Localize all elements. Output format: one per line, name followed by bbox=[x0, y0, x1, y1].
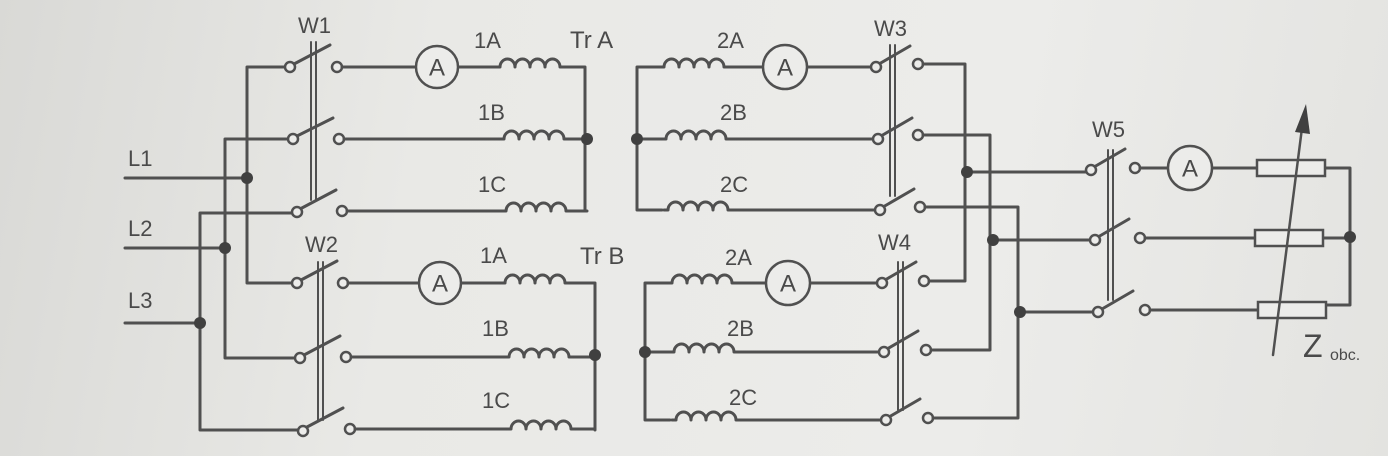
label-tr-a: Tr A bbox=[570, 27, 613, 54]
inductor-tr-a-2b bbox=[660, 129, 732, 141]
inductor-tr-b-2c bbox=[670, 410, 742, 422]
svg-text:A: A bbox=[432, 271, 448, 298]
svg-text:A: A bbox=[1182, 156, 1198, 183]
label-w3: W3 bbox=[874, 16, 907, 41]
inductor-tr-b-2b bbox=[668, 342, 740, 354]
label-w4: W4 bbox=[878, 230, 911, 255]
label-tr-a-2b: 2B bbox=[720, 100, 747, 125]
junction-dot bbox=[241, 172, 253, 184]
ammeter: A bbox=[414, 44, 460, 90]
junction-dot bbox=[194, 317, 206, 329]
load-resistor bbox=[1255, 158, 1327, 178]
switch-w1[interactable] bbox=[283, 41, 349, 219]
label-tr-a-1a: 1A bbox=[474, 28, 501, 53]
label-tr-a-2c: 2C bbox=[720, 172, 748, 197]
label-w1: W1 bbox=[298, 13, 331, 38]
label-tr-b-1c: 1C bbox=[482, 388, 510, 413]
ammeter: A bbox=[1166, 144, 1214, 192]
label-load-subscript: obc. bbox=[1330, 347, 1360, 364]
label-w5: W5 bbox=[1092, 117, 1125, 142]
inductor-tr-b-2a bbox=[666, 273, 738, 285]
label-load-z: Z bbox=[1303, 328, 1323, 364]
switch-w4[interactable] bbox=[875, 260, 935, 427]
label-w2: W2 bbox=[305, 232, 338, 257]
label-tr-a-2a: 2A bbox=[717, 28, 744, 53]
inductor-tr-a-1b bbox=[498, 129, 570, 141]
label-tr-a-1c: 1C bbox=[478, 172, 506, 197]
inductor-tr-b-1c bbox=[505, 419, 577, 431]
inductor-tr-a-1a bbox=[494, 57, 566, 69]
load-resistor bbox=[1256, 300, 1328, 320]
switch-w3[interactable] bbox=[869, 44, 927, 217]
label-tr-b-2b: 2B bbox=[727, 316, 754, 341]
inductor-tr-a-2c bbox=[662, 200, 734, 212]
label-tr-b-2c: 2C bbox=[729, 385, 757, 410]
inductor-tr-a-1c bbox=[500, 201, 572, 213]
supply-lines bbox=[123, 65, 300, 432]
svg-text:A: A bbox=[780, 271, 796, 298]
junction-dot bbox=[219, 242, 231, 254]
label-l1: L1 bbox=[128, 146, 152, 171]
svg-text:A: A bbox=[429, 55, 445, 82]
svg-text:A: A bbox=[777, 55, 793, 82]
label-tr-b-2a: 2A bbox=[725, 245, 752, 270]
label-l2: L2 bbox=[128, 216, 152, 241]
ammeter: A bbox=[761, 43, 809, 91]
label-l3: L3 bbox=[128, 288, 152, 313]
ammeter: A bbox=[417, 260, 463, 306]
inductor-tr-b-1a bbox=[499, 273, 571, 285]
inductor-tr-b-1b bbox=[503, 347, 575, 359]
label-tr-b-1a: 1A bbox=[480, 243, 507, 268]
variable-arrow-icon bbox=[1271, 104, 1310, 357]
inductor-tr-a-2a bbox=[658, 57, 730, 69]
switch-w5[interactable] bbox=[1084, 147, 1152, 319]
label-tr-a-1b: 1B bbox=[478, 100, 505, 125]
label-tr-b: Tr B bbox=[580, 243, 624, 270]
label-tr-b-1b: 1B bbox=[482, 316, 509, 341]
ammeter: A bbox=[764, 259, 812, 307]
switch-w2[interactable] bbox=[290, 259, 357, 438]
